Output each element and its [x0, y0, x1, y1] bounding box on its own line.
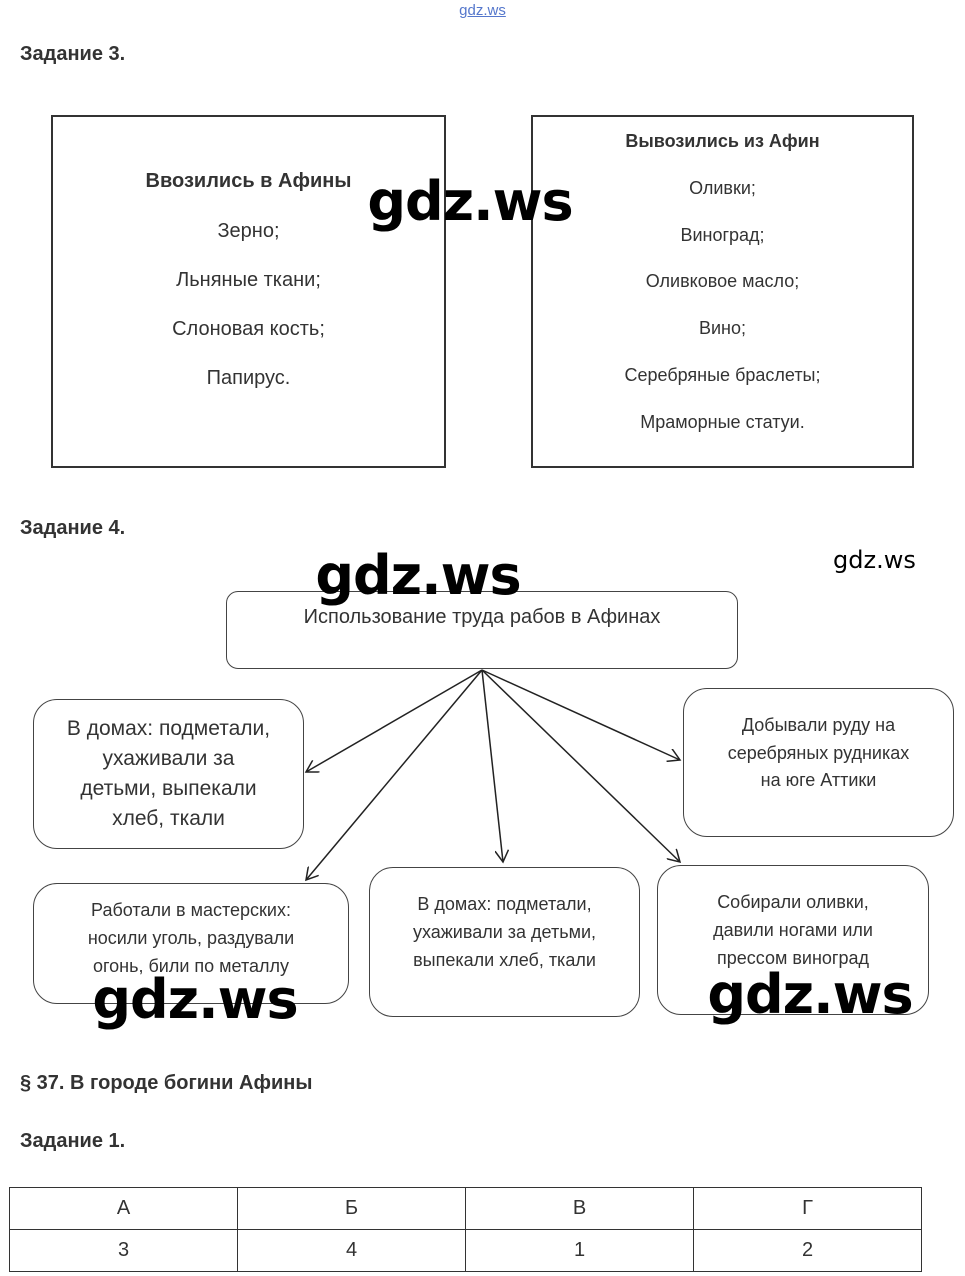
- imported-item: Зерно;: [217, 220, 280, 242]
- site-link[interactable]: gdz.ws: [459, 2, 506, 19]
- box-line: выпекали хлеб, ткали: [413, 950, 596, 970]
- box-line: В домах: подметали,: [66, 717, 271, 740]
- arrow: [481, 669, 680, 862]
- center-label: Использование труда рабов в Афинах: [303, 606, 661, 628]
- site-label: gdz.ws: [833, 546, 916, 574]
- exported-item: Оливковое масло;: [645, 271, 800, 291]
- box-line: Работали в мастерских:: [91, 900, 291, 920]
- box-line: серебряных рудниках: [727, 742, 910, 763]
- exported-item: Мраморные статуи.: [640, 412, 805, 432]
- box-line: ухаживали за детьми,: [412, 922, 597, 942]
- table-cell: 1: [465, 1229, 694, 1272]
- box-line: ухаживали за: [102, 747, 235, 770]
- watermark: gdz.ws: [315, 544, 521, 607]
- imported-box: Ввозились в Афины Зерно; Льняные ткани; …: [51, 115, 446, 468]
- watermark: gdz.ws: [92, 968, 298, 1031]
- answer-table: А Б В Г 3 4 1 2: [9, 1187, 922, 1272]
- table-cell: 4: [237, 1229, 466, 1272]
- imported-item: Слоновая кость;: [172, 318, 325, 340]
- box-line: хлеб, ткали: [112, 807, 225, 830]
- table-header: Б: [237, 1187, 466, 1230]
- box-line: на юге Аттики: [760, 770, 877, 790]
- imported-item: Папирус.: [206, 367, 291, 389]
- box-line: Добывали руду на: [741, 715, 896, 735]
- exported-item: Вино;: [698, 318, 746, 338]
- arrow: [306, 669, 483, 880]
- exported-item: Виноград;: [680, 225, 765, 245]
- arrow: [481, 669, 503, 862]
- diagram-box: Работали в мастерских: носили уголь, раз…: [33, 883, 349, 1004]
- task4-title: Задание 4.: [20, 517, 126, 539]
- exported-item: Оливки;: [689, 178, 756, 198]
- task1-title: Задание 1.: [20, 1130, 126, 1152]
- section-title: § 37. В городе богини Афины: [20, 1072, 313, 1094]
- table-cell: 2: [693, 1229, 922, 1272]
- table-row: 3 4 1 2: [9, 1229, 922, 1272]
- table-header-row: А Б В Г: [9, 1187, 922, 1230]
- exported-box: Вывозились из Афин Оливки; Виноград; Оли…: [531, 115, 914, 468]
- table-header: В: [465, 1187, 694, 1230]
- exported-heading: Вывозились из Афин: [625, 131, 820, 151]
- box-line: давили ногами или: [713, 920, 873, 940]
- imported-heading: Ввозились в Афины: [145, 170, 352, 192]
- task3-title: Задание 3.: [20, 43, 126, 65]
- table-header: Г: [693, 1187, 922, 1230]
- arrow: [481, 669, 680, 760]
- box-line: детьми, выпекали: [80, 777, 257, 800]
- box-line: огонь, били по металлу: [92, 956, 290, 976]
- watermark: gdz.ws: [707, 963, 913, 1026]
- exported-item: Серебряные браслеты;: [624, 365, 821, 385]
- diagram-box: В домах: подметали, ухаживали за детьми,…: [369, 867, 640, 1017]
- diagram-box: Добывали руду на серебряных рудниках на …: [683, 688, 954, 837]
- box-line: В домах: подметали,: [417, 894, 592, 914]
- table-cell: 3: [9, 1229, 238, 1272]
- box-line: носили уголь, раздували: [87, 928, 295, 948]
- watermark: gdz.ws: [367, 170, 573, 233]
- box-line: прессом виноград: [716, 948, 869, 968]
- imported-item: Льняные ткани;: [176, 269, 321, 291]
- box-line: Собирали оливки,: [717, 892, 869, 912]
- table-header: А: [9, 1187, 238, 1230]
- arrow: [306, 669, 483, 772]
- diagram-box: В домах: подметали, ухаживали за детьми,…: [33, 699, 304, 849]
- center-box: Использование труда рабов в Афинах: [226, 591, 738, 669]
- diagram-box: Собирали оливки, давили ногами или пресс…: [657, 865, 929, 1015]
